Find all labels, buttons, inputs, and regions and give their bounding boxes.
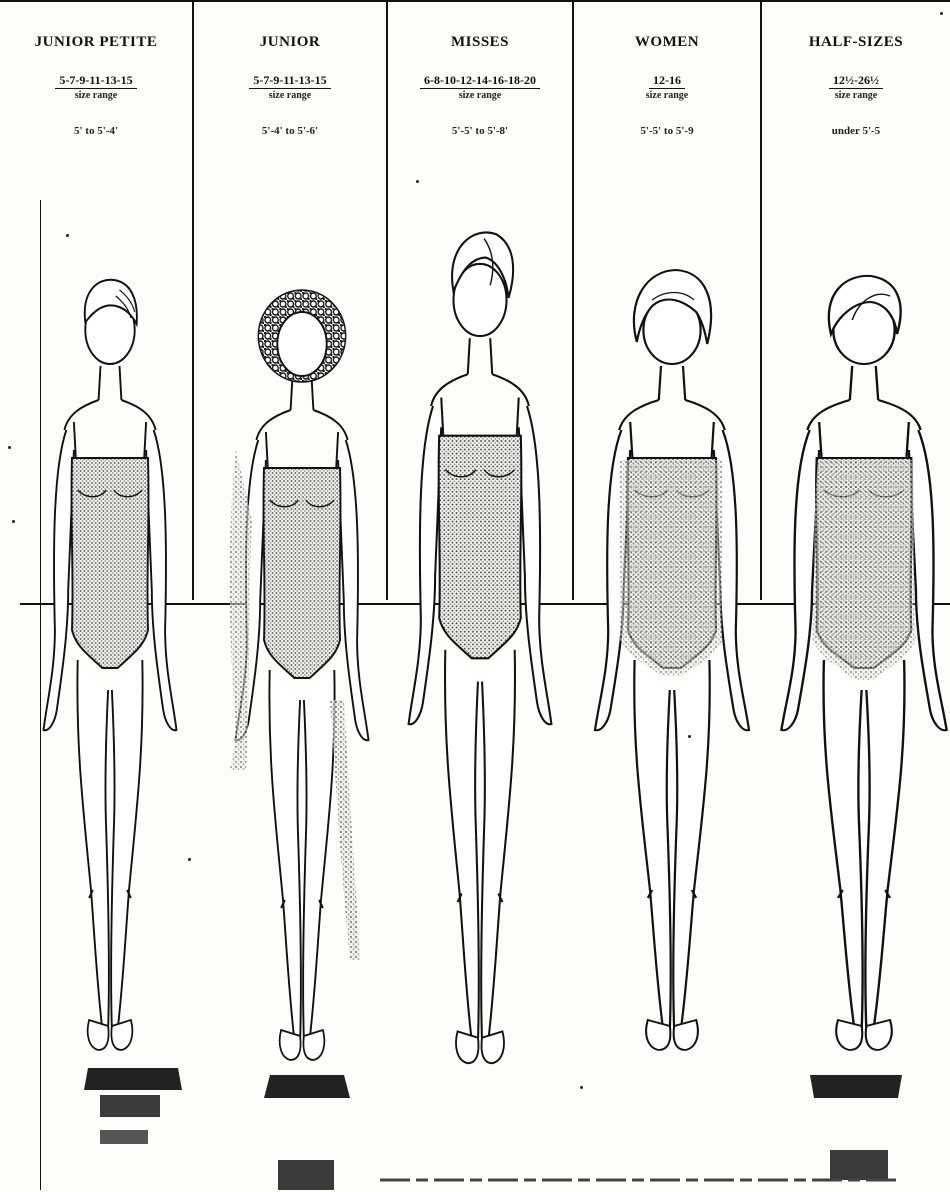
speckle-overlay <box>812 460 916 680</box>
pedestal-1 <box>84 1068 182 1144</box>
scan-speck <box>416 180 419 183</box>
speckle-overlay <box>330 700 360 960</box>
scan-speck <box>688 735 691 738</box>
scan-speck <box>66 234 69 237</box>
pedestal-5 <box>810 1075 902 1180</box>
scan-speck <box>940 12 943 15</box>
figure-misses <box>409 232 552 1063</box>
figure-junior-petite <box>43 280 176 1050</box>
scan-speck <box>12 520 15 523</box>
scan-speck <box>8 446 11 449</box>
scan-speck <box>188 858 191 861</box>
speckle-overlay <box>619 460 722 676</box>
scan-speck <box>580 1086 583 1089</box>
pedestal-2 <box>264 1075 350 1190</box>
